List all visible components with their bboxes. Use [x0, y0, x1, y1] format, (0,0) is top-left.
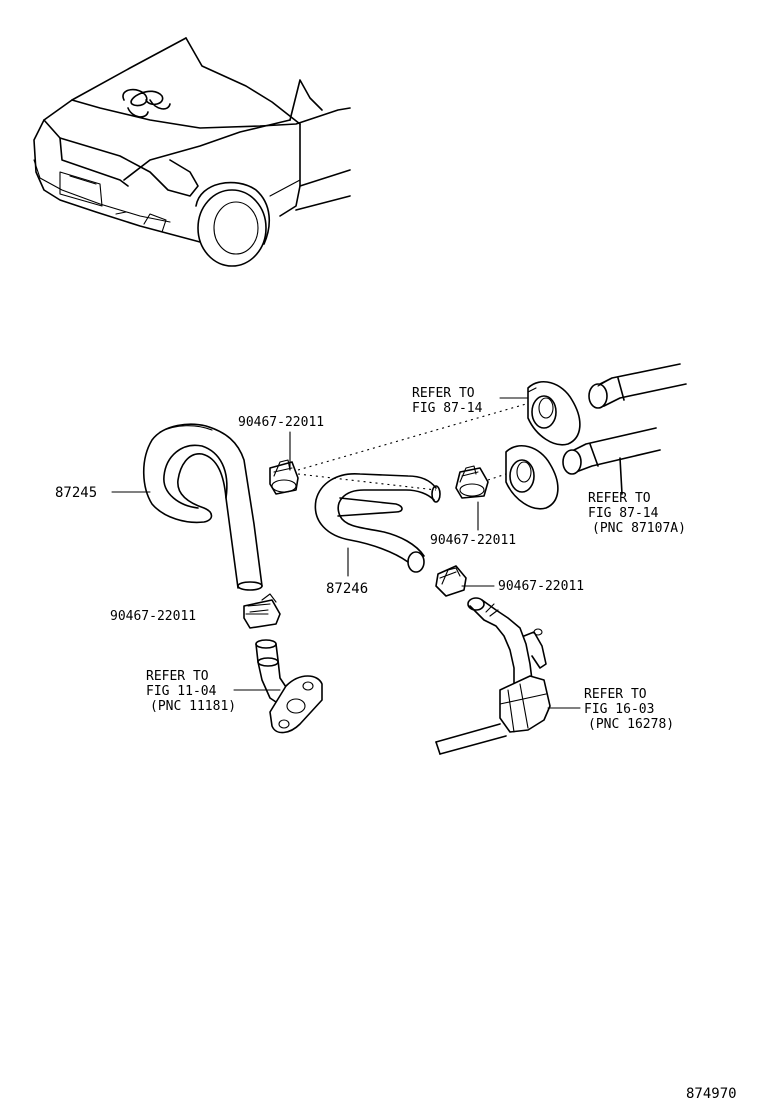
ref-engine-outlet-line-2: FIG 11-04	[146, 684, 217, 699]
ref-water-pipe-line-1: REFER TO	[584, 687, 647, 702]
ref-engine-outlet-line-1: REFER TO	[146, 669, 209, 684]
ref-heater-pipe-line-1: REFER TO	[588, 491, 651, 506]
ref-engine-outlet: REFER TO FIG 11-04 (PNC 11181)	[146, 669, 236, 714]
figure-id: 874970	[686, 1086, 737, 1102]
hose-clamp-lower-right	[435, 565, 467, 597]
callout-hose-87246: 87246	[326, 581, 368, 597]
ref-heater-grommet-line-1: REFER TO	[412, 386, 475, 401]
grommet-upper	[527, 380, 581, 446]
callout-clamp-lower-left: 90467-22011	[110, 609, 196, 624]
water-pipe-assembly	[435, 597, 551, 755]
ref-heater-grommet: REFER TO FIG 87-14	[412, 386, 483, 416]
ref-heater-pipe: REFER TO FIG 87-14 (PNC 87107A)	[588, 491, 686, 536]
alignment-dotted-lines	[297, 403, 527, 491]
leader-lines	[111, 397, 581, 709]
hose-clamp-lower-left	[243, 593, 281, 629]
ref-engine-outlet-line-3: (PNC 11181)	[150, 699, 236, 714]
callout-hose-87245: 87245	[55, 485, 97, 501]
ref-heater-pipe-line-2: FIG 87-14	[588, 506, 659, 521]
callout-clamp-upper-right: 90467-22011	[430, 533, 516, 548]
hose-clamp-upper-right	[455, 465, 489, 499]
grommet-lower	[505, 444, 559, 510]
callout-clamp-lower-right: 90467-22011	[498, 579, 584, 594]
heater-pipe-upper	[588, 363, 687, 409]
hose-87245	[142, 423, 263, 591]
hose-87246	[314, 473, 441, 573]
callout-clamp-upper-left: 90467-22011	[238, 415, 324, 430]
ref-water-pipe-line-3: (PNC 16278)	[588, 717, 674, 732]
hose-clamp-upper-left	[269, 459, 299, 495]
ref-water-pipe: REFER TO FIG 16-03 (PNC 16278)	[584, 687, 674, 732]
ref-heater-grommet-line-2: FIG 87-14	[412, 401, 483, 416]
vehicle-illustration	[33, 37, 351, 267]
ref-heater-pipe-line-3: (PNC 87107A)	[592, 521, 686, 536]
engine-outlet-pipe	[255, 639, 323, 734]
ref-water-pipe-line-2: FIG 16-03	[584, 702, 654, 717]
heater-pipe-lower	[562, 427, 661, 495]
